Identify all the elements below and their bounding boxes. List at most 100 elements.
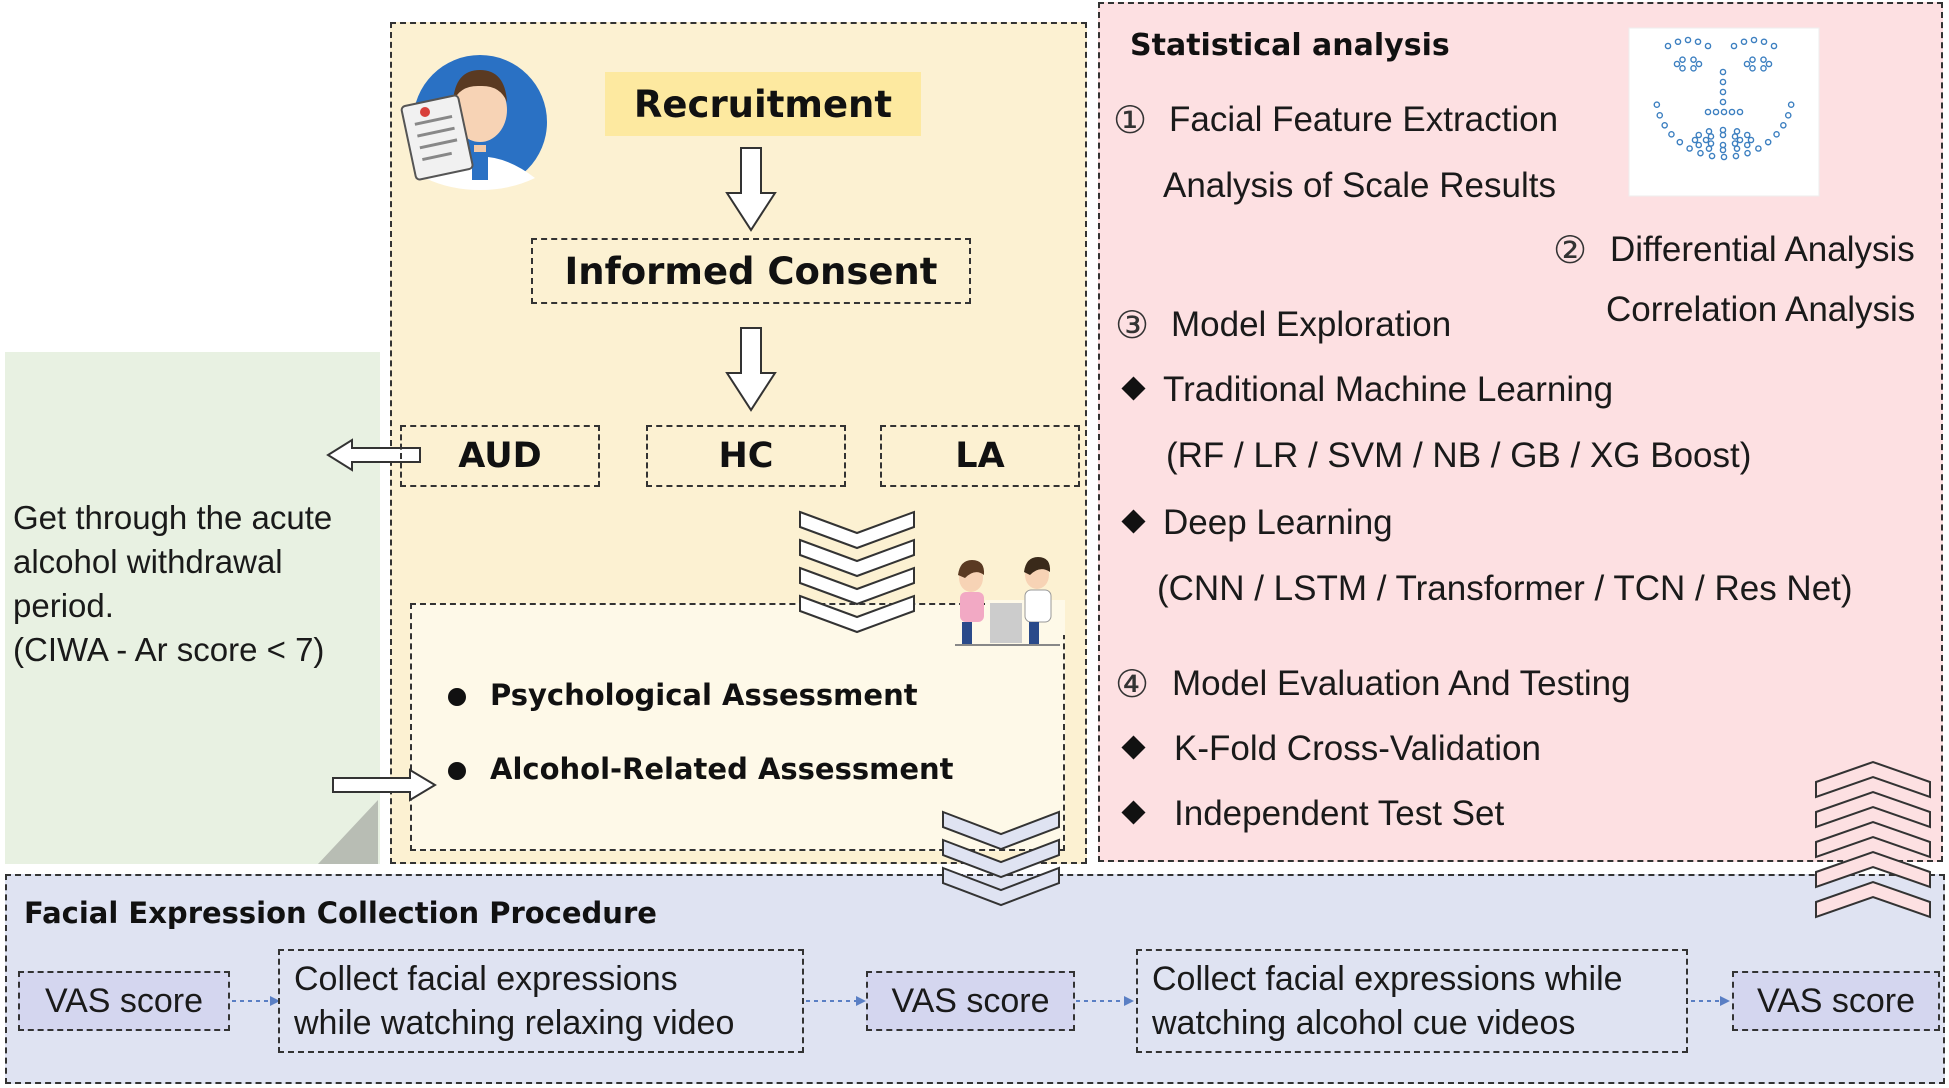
- relax-video-box: Collect facial expressions while watchin…: [278, 949, 804, 1053]
- withdrawal-line: Get through the acute: [13, 499, 333, 536]
- stat-item: (CNN / LSTM / Transformer / TCN / Res Ne…: [1157, 569, 1853, 608]
- landmark-point: [1695, 131, 1703, 139]
- assessment-item: Psychological Assessment: [490, 678, 918, 712]
- callout-tail: [318, 800, 378, 864]
- stat-item: Model Evaluation And Testing: [1172, 664, 1631, 703]
- landmark-point: [1760, 38, 1768, 46]
- vas-score-box: VAS score: [1732, 971, 1940, 1031]
- recruitment-label: Recruitment: [605, 72, 921, 136]
- landmark-point: [1702, 136, 1710, 144]
- landmark-point: [1719, 131, 1727, 139]
- stat-item: Model Exploration: [1171, 305, 1452, 344]
- landmark-point: [1770, 42, 1778, 50]
- landmark-point: [1731, 133, 1739, 140]
- landmark-point: [1690, 56, 1697, 63]
- facial-landmarks-image: [1628, 27, 1820, 197]
- landmark-point: [1661, 121, 1668, 129]
- chevron-down-icon: [799, 510, 915, 634]
- landmark-point: [1736, 136, 1744, 144]
- landmark-point: [1708, 152, 1716, 160]
- arrow-right-icon: [332, 768, 437, 802]
- statistics-title: Statistical analysis: [1130, 28, 1450, 63]
- landmark-point: [1736, 108, 1744, 116]
- informed-consent-label: Informed Consent: [531, 238, 971, 304]
- landmark-point: [1764, 138, 1772, 146]
- landmark-point: [1704, 42, 1712, 50]
- landmark-point: [1719, 98, 1727, 106]
- landmark-point: [1749, 65, 1756, 72]
- cue-video-line: watching alcohol cue videos: [1152, 1004, 1576, 1042]
- landmark-point: [1668, 131, 1675, 138]
- relax-video-line: while watching relaxing video: [294, 1004, 735, 1042]
- landmark-point: [1695, 60, 1703, 68]
- landmark-point: [1691, 136, 1699, 144]
- landmark-point: [1690, 65, 1697, 72]
- chevron-down-icon: [942, 810, 1060, 907]
- landmark-point: [1697, 149, 1704, 157]
- landmark-point: [1653, 101, 1661, 108]
- landmark-point: [1740, 38, 1748, 46]
- landmark-point: [1704, 108, 1712, 116]
- arrow-down-icon: [725, 147, 777, 412]
- landmark-point: [1750, 36, 1758, 44]
- landmark-point: [1707, 140, 1715, 147]
- landmark-point: [1676, 138, 1684, 146]
- landmark-point: [1730, 42, 1738, 50]
- landmark-point: [1719, 68, 1727, 76]
- landmark-point: [1686, 145, 1693, 152]
- landmark-point: [1747, 136, 1755, 144]
- group-hc: HC: [646, 425, 846, 487]
- stat-item: Differential Analysis: [1610, 230, 1915, 269]
- landmark-point: [1732, 152, 1740, 160]
- landmark-point: [1755, 145, 1762, 152]
- stat-item: Independent Test Set: [1174, 794, 1505, 833]
- landmark-point: [1784, 112, 1792, 119]
- landmark-point: [1720, 108, 1728, 116]
- landmark-point: [1765, 60, 1773, 68]
- bullet-icon: [448, 688, 466, 706]
- landmark-point: [1719, 141, 1727, 149]
- withdrawal-panel: [5, 352, 380, 864]
- landmark-point: [1664, 42, 1672, 50]
- withdrawal-line: (CIWA - Ar score < 7): [13, 631, 325, 668]
- landmark-point: [1760, 65, 1767, 72]
- landmark-point: [1728, 108, 1736, 116]
- step-number: ②: [1553, 230, 1588, 272]
- landmark-point: [1674, 38, 1682, 46]
- doctor-avatar-icon: [400, 55, 547, 190]
- arrow-left-icon: [326, 438, 421, 472]
- step-number: ④: [1115, 664, 1150, 706]
- vas-score-box: VAS score: [18, 971, 230, 1031]
- landmark-point: [1679, 56, 1686, 63]
- stat-item: Deep Learning: [1163, 503, 1393, 542]
- step-number: ③: [1115, 305, 1150, 347]
- withdrawal-line: alcohol withdrawal: [13, 543, 283, 580]
- vas-score-box: VAS score: [866, 971, 1075, 1031]
- landmark-point: [1694, 38, 1702, 46]
- landmark-point: [1707, 133, 1715, 140]
- stat-item: Analysis of Scale Results: [1163, 166, 1556, 205]
- consultation-icon: [955, 557, 1065, 646]
- landmark-point: [1780, 121, 1787, 129]
- landmark-point: [1749, 56, 1756, 63]
- landmark-point: [1712, 108, 1720, 116]
- stat-item: Correlation Analysis: [1606, 290, 1916, 329]
- procedure-title: Facial Expression Collection Procedure: [24, 896, 657, 930]
- group-la: LA: [880, 425, 1080, 487]
- withdrawal-line: period.: [13, 587, 114, 624]
- bullet-icon: [448, 762, 466, 780]
- assessment-item: Alcohol-Related Assessment: [490, 752, 954, 786]
- cue-video-line: Collect facial expressions while: [1152, 960, 1623, 998]
- stat-item: (RF / LR / SVM / NB / GB / XG Boost): [1166, 436, 1752, 475]
- landmark-point: [1743, 141, 1751, 149]
- cue-video-box: Collect facial expressions while watchin…: [1136, 949, 1688, 1053]
- landmark-point: [1720, 153, 1728, 161]
- landmark-point: [1719, 78, 1727, 86]
- withdrawal-text: Get through the acute alcohol withdrawal…: [13, 496, 383, 672]
- landmark-point: [1719, 88, 1727, 96]
- landmark-point: [1731, 140, 1739, 147]
- landmark-point: [1673, 60, 1681, 68]
- stat-item: Traditional Machine Learning: [1163, 370, 1614, 409]
- landmark-point: [1656, 112, 1664, 119]
